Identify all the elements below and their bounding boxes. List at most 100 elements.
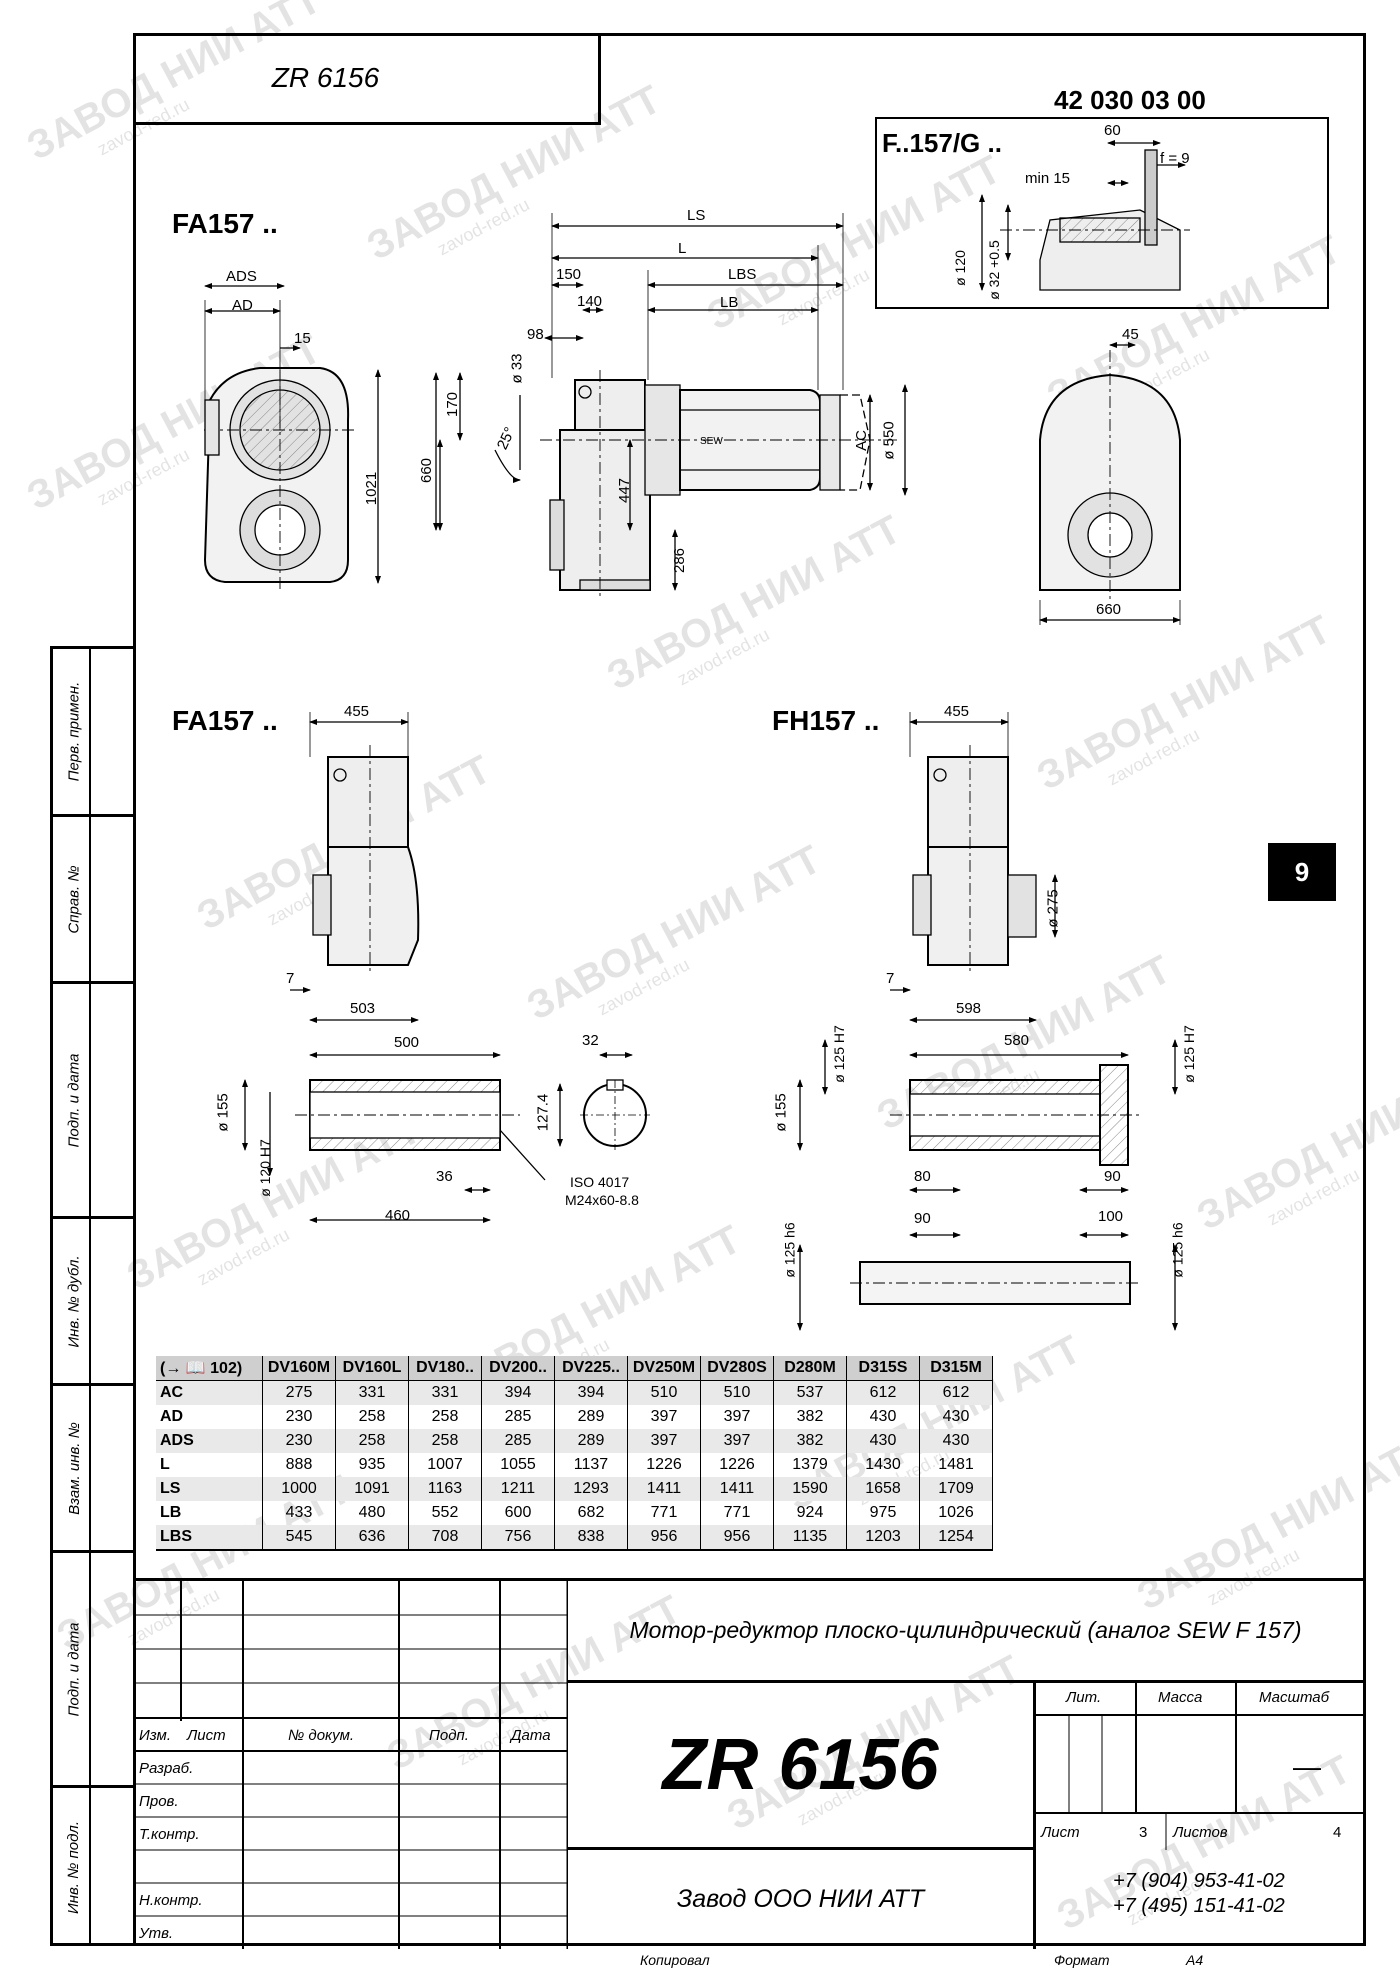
sheets-label: Листов — [1173, 1824, 1228, 1841]
end-view — [1039, 342, 1181, 625]
table-cell: 430 — [919, 1429, 993, 1453]
sidebar-cell: Инв. № дубл. — [53, 1219, 133, 1386]
dim-label: LB — [720, 294, 739, 311]
table-cell: 430 — [919, 1405, 993, 1429]
dim-label: 170 — [444, 391, 462, 418]
dim-label: 503 — [350, 1000, 376, 1017]
dim-label: AC — [852, 430, 870, 451]
table-cell: 1658 — [846, 1477, 920, 1501]
dim-label: ø 125 h6 — [781, 1222, 798, 1278]
left-sidebar: Перв. примен. Справ. № Подп. и дата Инв.… — [50, 646, 133, 1946]
lit-label: Лит. — [1066, 1689, 1102, 1706]
company-cell: Завод ООО НИИ АТТ — [568, 1850, 1036, 1949]
table-cell: 1481 — [919, 1453, 993, 1477]
inset-detail — [979, 140, 1190, 291]
view-title-inset: F..157/G .. — [882, 128, 1002, 158]
header-code-box: ZR 6156 — [133, 33, 601, 125]
note-iso: ISO 4017 — [570, 1174, 630, 1190]
row-label: AC — [156, 1380, 263, 1405]
chapter-tab: 9 — [1268, 843, 1336, 901]
technical-drawing: SEW — [203, 117, 1329, 1331]
sheet-number: 3 — [1139, 1824, 1148, 1841]
table-cell: 600 — [481, 1501, 555, 1525]
row-label: LBS — [156, 1525, 263, 1551]
table-cell: 1026 — [919, 1501, 993, 1525]
table-cell: 430 — [846, 1429, 920, 1453]
dim-label: ø 155 — [772, 1093, 790, 1132]
table-cell: DV180.. — [408, 1356, 482, 1381]
col-podp: Подп. — [429, 1727, 469, 1744]
row-label: LS — [156, 1477, 263, 1501]
row-utv: Утв. — [139, 1925, 174, 1942]
table-cell: 480 — [335, 1501, 409, 1525]
table-cell: 258 — [335, 1429, 409, 1453]
sheets-total: 4 — [1333, 1824, 1342, 1841]
view-title-lower-right: FH157 .. — [772, 705, 880, 736]
fa157-side-view — [290, 712, 420, 1023]
table-cell: 924 — [773, 1501, 847, 1525]
table-cell: 1709 — [919, 1477, 993, 1501]
table-cell: 1163 — [408, 1477, 482, 1501]
sidebar-cell: Перв. примен. — [53, 649, 133, 817]
table-cell: DV280S — [700, 1356, 774, 1381]
table-cell: 258 — [408, 1405, 482, 1429]
table-cell: DV160M — [262, 1356, 336, 1381]
sidebar-cell: Подп. и дата — [53, 984, 133, 1219]
footer-format-label: Формат — [1054, 1952, 1110, 1968]
dim-label: 660 — [1096, 601, 1122, 618]
fa157-shaft-section — [242, 1052, 650, 1223]
massa-label: Масса — [1158, 1689, 1203, 1706]
table-cell: DV200.. — [481, 1356, 555, 1381]
table-cell: 708 — [408, 1525, 482, 1551]
table-cell: 394 — [554, 1380, 628, 1405]
sidebar-label: Инв. № подл. — [65, 1820, 83, 1914]
dim-label: ø 33 — [508, 353, 526, 384]
table-cell: 1135 — [773, 1525, 847, 1551]
dim-label: ø 275 — [1044, 889, 1062, 928]
svg-text:SEW: SEW — [700, 436, 723, 447]
table-cell: 1430 — [846, 1453, 920, 1477]
row-label: ADS — [156, 1429, 263, 1453]
dim-label: ø 125 h6 — [1169, 1222, 1186, 1278]
table-cell: 289 — [554, 1405, 628, 1429]
revision-grid — [133, 1581, 568, 1949]
dim-label: LS — [687, 207, 706, 224]
table-cell: 1091 — [335, 1477, 409, 1501]
table-cell: 285 — [481, 1429, 555, 1453]
fh157-side-view — [890, 712, 1058, 1023]
dim-label: min 15 — [1025, 170, 1071, 187]
table-cell: 275 — [262, 1380, 336, 1405]
sidebar-cell: Взам. инв. № — [53, 1386, 133, 1553]
row-razrab: Разраб. — [139, 1760, 194, 1777]
dim-label: 660 — [418, 457, 436, 484]
dim-label: 15 — [294, 330, 311, 347]
table-cell: 331 — [408, 1380, 482, 1405]
sidebar-divider — [89, 649, 91, 1946]
dim-label: 447 — [616, 477, 634, 504]
dim-label: 127.4 — [534, 1093, 552, 1132]
dim-label: 140 — [577, 293, 603, 310]
row-label: AD — [156, 1405, 263, 1429]
phone-1: +7 (904) 953-41-02 — [1113, 1870, 1285, 1892]
table-cell: 258 — [335, 1405, 409, 1429]
footer-kopiroval: Копировал — [640, 1952, 710, 1968]
dim-label: 286 — [671, 547, 689, 574]
dim-label: ø 155 — [214, 1093, 232, 1132]
table-cell: 1293 — [554, 1477, 628, 1501]
col-list: Лист — [187, 1727, 226, 1744]
dim-label: ø 125 H7 — [830, 1025, 847, 1083]
dim-label: 100 — [1098, 1208, 1124, 1225]
dim-label: 32 — [582, 1032, 599, 1049]
table-cell: D315S — [846, 1356, 920, 1381]
dim-label: 7 — [286, 970, 295, 987]
dim-label: LBS — [728, 266, 757, 283]
row-prov: Пров. — [139, 1793, 179, 1810]
table-cell: 1211 — [481, 1477, 555, 1501]
